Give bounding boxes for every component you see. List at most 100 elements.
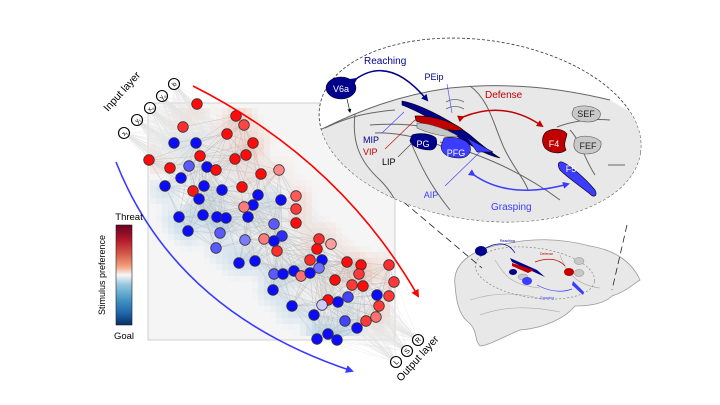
heatmap-cell xyxy=(174,240,180,246)
heatmap-cell xyxy=(174,132,180,138)
heatmap-cell xyxy=(336,270,342,276)
hidden-unit xyxy=(194,150,206,162)
heatmap-cell xyxy=(264,228,270,234)
recurrent-edge xyxy=(337,301,380,307)
heatmap-cell xyxy=(168,222,174,228)
recurrent-edge xyxy=(347,281,395,298)
heatmap-cell xyxy=(156,186,162,192)
heatmap-cell xyxy=(228,276,234,282)
heatmap-cell xyxy=(180,240,186,246)
heatmap-cell xyxy=(162,216,168,222)
heatmap-cell xyxy=(210,132,216,138)
heatmap-cell xyxy=(228,234,234,240)
heatmap-cell xyxy=(324,282,330,288)
recurrent-edge xyxy=(164,185,204,216)
heatmap-cell xyxy=(180,234,186,240)
heatmap-cell xyxy=(216,258,222,264)
recurrent-edge xyxy=(247,216,275,242)
heatmap-cell xyxy=(210,186,216,192)
heatmap-cell xyxy=(180,246,186,252)
heatmap-cell xyxy=(330,222,336,228)
recurrent-edge xyxy=(276,250,311,261)
heatmap-cell xyxy=(216,240,222,246)
heatmap-cell xyxy=(312,186,318,192)
hidden-unit xyxy=(177,121,189,133)
heatmap-cell xyxy=(258,258,264,264)
heatmap-cell xyxy=(378,324,384,330)
heatmap-cell xyxy=(234,126,240,132)
recurrent-edge xyxy=(281,235,323,261)
heatmap-cell xyxy=(228,252,234,258)
heatmap-cell xyxy=(234,240,240,246)
output-edge xyxy=(378,305,419,341)
heatmap-cell xyxy=(306,222,312,228)
output-edge xyxy=(309,272,408,352)
input-unit-label: xo xyxy=(146,104,156,114)
hidden-unit xyxy=(388,276,400,288)
heatmap-cell xyxy=(156,210,162,216)
heatmap-cell xyxy=(156,204,162,210)
hidden-unit xyxy=(308,309,320,321)
recurrent-edge xyxy=(291,259,311,307)
recurrent-edge xyxy=(280,199,283,237)
heatmap-cell xyxy=(258,126,264,132)
heatmap-cell xyxy=(162,132,168,138)
heatmap-cell xyxy=(372,282,378,288)
input-layer-label: Input layer xyxy=(101,69,143,114)
recurrent-edge xyxy=(278,169,297,210)
hidden-unit xyxy=(371,289,383,301)
recurrent-edge xyxy=(206,133,228,168)
heatmap-cell xyxy=(204,258,210,264)
heatmap-cell xyxy=(270,294,276,300)
recurrent-edge xyxy=(276,248,318,252)
heatmap-cell xyxy=(306,318,312,324)
input-unit: yo xyxy=(155,89,168,103)
input-edge xyxy=(123,132,204,216)
heatmap-cell xyxy=(222,114,228,120)
heatmap-cell xyxy=(264,174,270,180)
heatmap-cell xyxy=(216,108,222,114)
heatmap-cell xyxy=(276,150,282,156)
heatmap-cell xyxy=(246,276,252,282)
hidden-unit xyxy=(193,193,205,205)
input-edge xyxy=(173,83,217,249)
heatmap-cell xyxy=(348,234,354,240)
recurrent-edge xyxy=(309,272,315,316)
heatmap-cell xyxy=(360,246,366,252)
recurrent-edge xyxy=(252,142,280,171)
hidden-unit xyxy=(168,137,180,149)
heatmap-cell xyxy=(252,240,258,246)
recurrent-edge xyxy=(272,235,283,291)
lip-label: LIP xyxy=(382,157,396,167)
heatmap-cell xyxy=(372,270,378,276)
heatmap-cell xyxy=(252,288,258,294)
heatmap-cell xyxy=(168,228,174,234)
heatmap-cell xyxy=(252,126,258,132)
heatmap-cell xyxy=(270,150,276,156)
heatmap-cell xyxy=(228,240,234,246)
hidden-unit xyxy=(252,189,264,201)
heatmap-cell xyxy=(372,276,378,282)
v6a-label: V6a xyxy=(333,84,349,94)
heatmap-cell xyxy=(252,150,258,156)
recurrent-edge xyxy=(234,158,259,196)
hidden-units xyxy=(143,98,400,346)
recurrent-edge xyxy=(221,189,254,206)
heatmap-cell xyxy=(252,114,258,120)
heatmap-cell xyxy=(180,198,186,204)
output-edge xyxy=(337,301,408,352)
heatmap-cell xyxy=(324,234,330,240)
goal-flow-arrow xyxy=(115,161,354,373)
heatmap-cell xyxy=(276,312,282,318)
output-unit: R xyxy=(411,333,425,347)
heatmap-cell xyxy=(282,156,288,162)
heatmap-cell xyxy=(276,300,282,306)
heatmap-cell xyxy=(234,132,240,138)
heatmap-cell xyxy=(342,282,348,288)
heatmap-cell xyxy=(288,318,294,324)
heatmap-cell xyxy=(228,270,234,276)
heatmap-cell xyxy=(246,222,252,228)
heatmap-cell xyxy=(318,222,324,228)
recurrent-edge xyxy=(238,238,265,264)
heatmap-cell xyxy=(282,168,288,174)
